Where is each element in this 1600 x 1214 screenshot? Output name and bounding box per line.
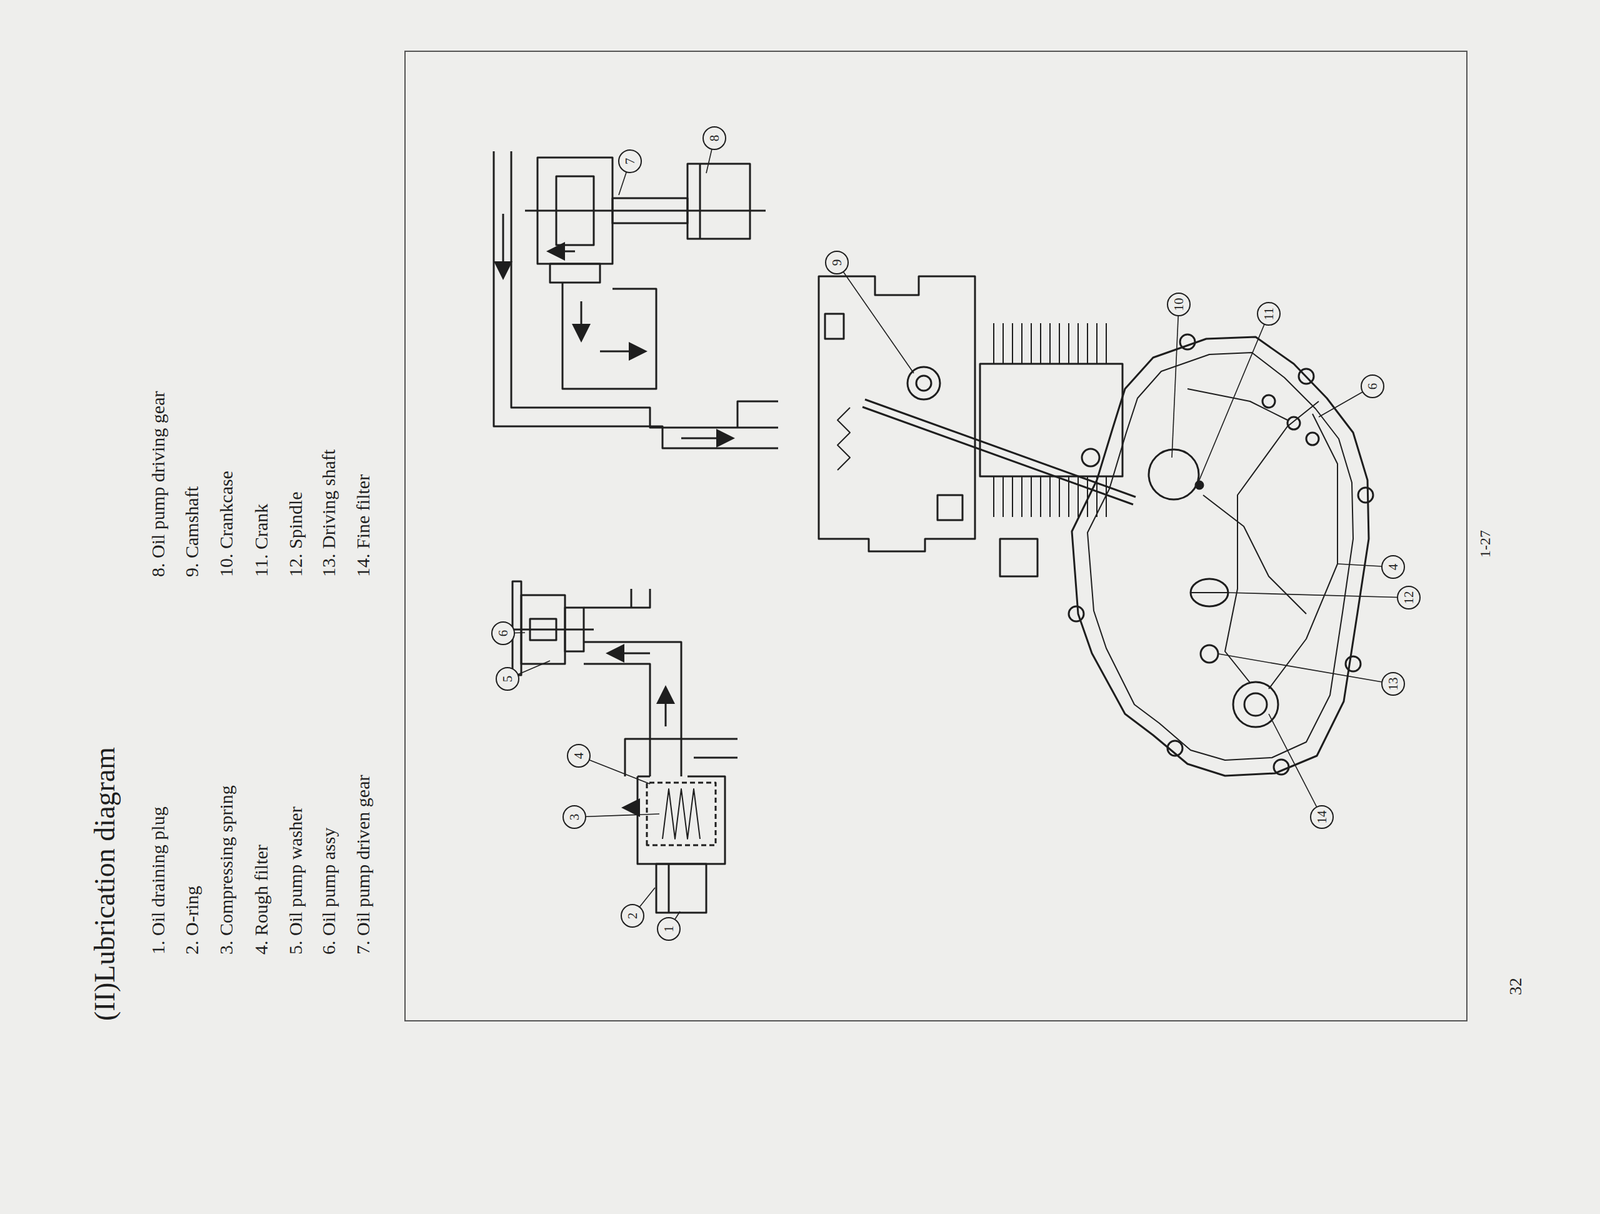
callout-number: 8 [707, 135, 722, 142]
callout-circle: 4 [566, 743, 591, 768]
diagram-title: (II)Lubrication diagram [87, 746, 123, 1021]
parts-list-item: 10. Crankcase [215, 470, 238, 577]
callout-circle: 6 [1360, 374, 1385, 399]
callout-number: 6 [1365, 383, 1380, 390]
callout-circle: 7 [618, 149, 642, 174]
callout-number: 2 [625, 912, 640, 920]
callout-number: 13 [1386, 677, 1400, 691]
callout-number: 9 [830, 259, 844, 267]
callout-number: 3 [567, 813, 582, 821]
callout-number: 14 [1315, 810, 1329, 824]
callout-circle: 14 [1310, 805, 1334, 829]
callout-number: 1 [661, 925, 676, 933]
callout-circle: 9 [825, 250, 849, 275]
callout-circle: 5 [495, 666, 520, 691]
callout-circle: 12 [1396, 585, 1421, 610]
callout-number: 5 [500, 675, 515, 683]
parts-list-item: 11. Crank [250, 503, 273, 577]
parts-list-item: 6. Oil pump assy [317, 827, 340, 955]
parts-list-item: 1. Oil draining plug [146, 806, 170, 955]
page-number: 1-27 [1476, 530, 1495, 558]
callout-number: 12 [1401, 591, 1416, 605]
callout-number: 10 [1171, 298, 1186, 312]
callout-circle: 8 [702, 126, 727, 150]
callout-circle: 11 [1256, 301, 1281, 326]
parts-list-item: 8. Oil pump driving gear [146, 391, 170, 577]
callout-number: 7 [623, 158, 637, 165]
callout-circle: 1 [656, 916, 681, 941]
callout-circle: 4 [1381, 555, 1405, 579]
callout-circle: 13 [1381, 671, 1405, 696]
callout-number: 6 [496, 630, 510, 637]
callout-number: 4 [571, 752, 586, 760]
callout-circle: 2 [620, 903, 645, 928]
parts-list-item: 4. Rough filter [250, 844, 273, 955]
parts-list-item: 12. Spindle [284, 491, 307, 577]
parts-list-item: 3. Compressing spring [215, 785, 238, 955]
parts-list-item: 5. Oil pump washer [284, 806, 307, 955]
callout-circle: 3 [562, 805, 587, 829]
page-number: 32 [1505, 977, 1527, 995]
parts-list-item: 9. Camshaft [180, 486, 204, 577]
callout-number: 4 [1386, 563, 1400, 571]
callout-circle: 6 [491, 621, 515, 645]
callout-number: 11 [1261, 307, 1276, 320]
callout-circle: 10 [1166, 292, 1191, 317]
parts-list-item: 7. Oil pump driven gear [351, 775, 375, 955]
parts-list-item: 13. Driving shaft [317, 449, 340, 577]
parts-list-item: 2. O-ring [180, 885, 204, 955]
parts-list-item: 14. Fine filter [351, 474, 375, 577]
